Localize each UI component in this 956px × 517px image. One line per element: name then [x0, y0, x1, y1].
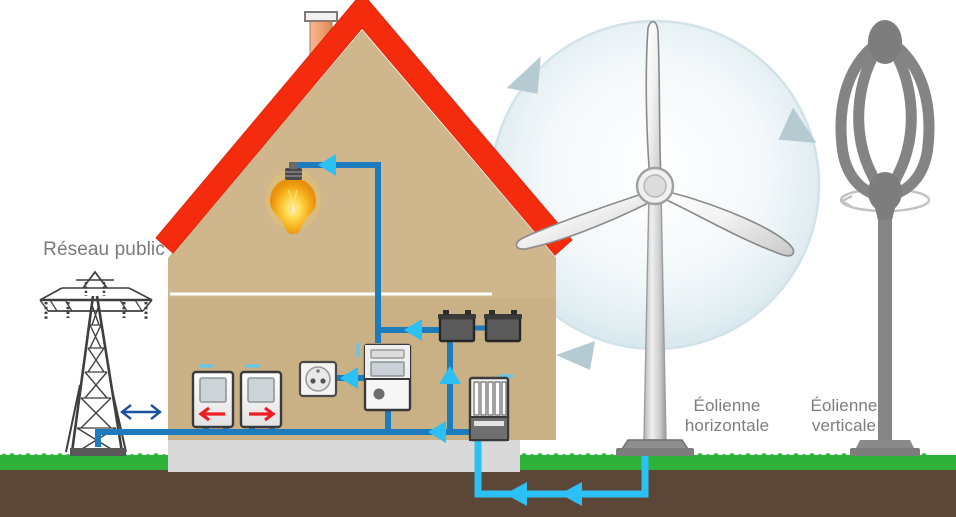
light-bulb — [265, 162, 321, 234]
label-eolienne-verticale: Éolienne verticale — [810, 396, 878, 435]
distribution-box[interactable] — [468, 376, 510, 442]
pylon-base — [70, 448, 126, 456]
turbine-vertical — [835, 20, 935, 456]
label-eolienne-horizontale: Éolienne horizontale — [684, 396, 770, 435]
underground-cable-arrowheads — [505, 482, 582, 506]
wind-direction-arrow-top — [506, 56, 541, 94]
pylon — [39, 270, 153, 453]
battery-1 — [438, 310, 476, 343]
wind-direction-arrow-bottom — [556, 341, 595, 370]
battery-2 — [484, 310, 522, 343]
meter-export[interactable] — [239, 370, 283, 429]
label-reseau-public: Réseau public — [43, 239, 165, 260]
wall-socket[interactable] — [298, 360, 338, 398]
house-foundation — [168, 440, 520, 472]
meter-import[interactable] — [191, 370, 235, 429]
inverter[interactable] — [363, 343, 412, 412]
grid-bidirectional-arrow — [120, 404, 162, 420]
turbine-horizontal — [515, 20, 795, 456]
wind-direction-arrow-right — [778, 107, 817, 143]
